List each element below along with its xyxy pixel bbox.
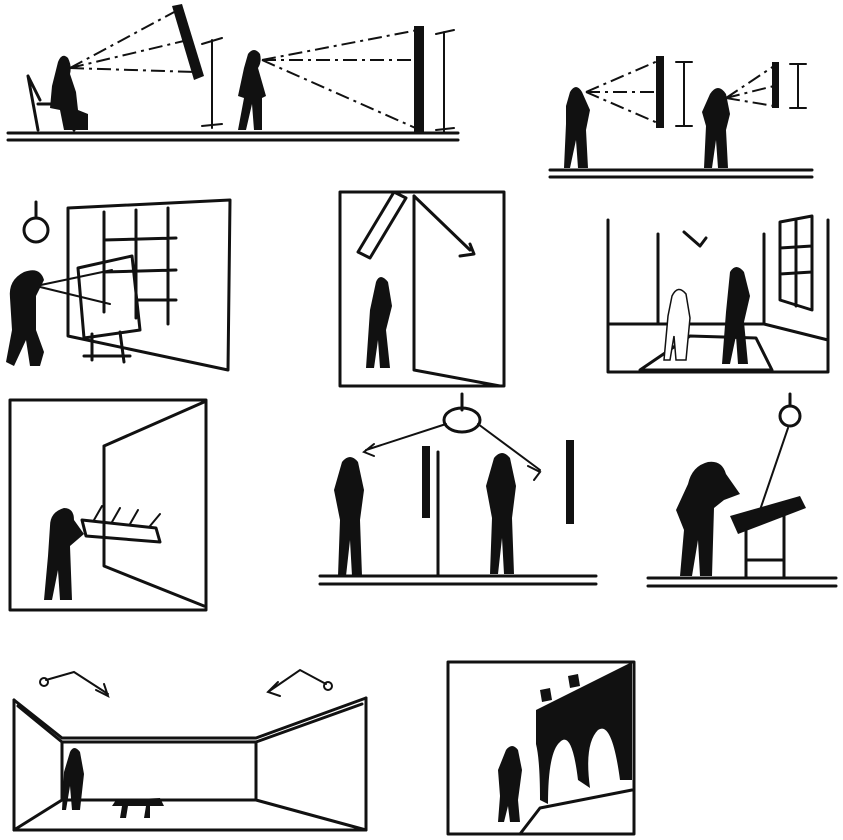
room-outline — [12, 696, 368, 832]
standing-person-icon — [722, 267, 750, 364]
sight-lines — [585, 59, 661, 125]
sight-lines — [759, 427, 789, 511]
room-outline — [606, 218, 830, 374]
room-corner — [102, 400, 206, 608]
panel-tabletop-display — [8, 398, 208, 612]
sight-lines — [725, 65, 775, 107]
floor-rug — [638, 334, 774, 372]
lamp-icon — [22, 216, 50, 244]
spotlight-icon — [540, 674, 580, 702]
track-light-icon — [356, 190, 408, 260]
light-source-icon — [39, 677, 49, 687]
wall-panel-icon — [422, 446, 430, 518]
room-corner — [412, 194, 502, 388]
panel-lectern-viewing — [646, 392, 838, 588]
lectern-top-icon — [730, 496, 806, 534]
panel-arched-wall-spotlights — [446, 660, 636, 836]
light-source-icon — [323, 681, 333, 691]
table-icon — [112, 798, 164, 818]
spotlight-icon — [682, 230, 708, 248]
leaning-person-icon — [6, 270, 44, 366]
standing-person-icon — [238, 50, 266, 130]
standing-person-icon — [564, 87, 590, 168]
table-icon — [80, 518, 162, 544]
window-grid-icon — [102, 206, 178, 326]
pendant-lamp-icon — [442, 406, 482, 434]
wall-panel-icon — [414, 26, 424, 134]
window-grid-icon — [778, 214, 814, 312]
panel-easel-display — [6, 198, 232, 372]
easel-board-icon — [76, 254, 142, 340]
standing-person-icon — [366, 277, 392, 368]
panel-ceiling-track-light — [338, 190, 506, 388]
room-edges — [606, 322, 830, 342]
panel-frame — [8, 398, 208, 612]
leaning-person-icon — [44, 508, 84, 600]
light-arrow-icon — [412, 194, 476, 258]
back-wall — [656, 232, 766, 326]
wall-panel-icon — [656, 56, 664, 128]
panel-eye-level-viewing — [6, 4, 460, 142]
easel-legs-icon — [82, 330, 132, 364]
hatched-person-icon — [663, 288, 691, 361]
height-dimension — [201, 37, 223, 129]
lamp-icon — [778, 404, 802, 428]
height-dimension — [789, 63, 807, 109]
light-arrow-icon — [93, 505, 161, 527]
cove-light-icon — [16, 702, 364, 744]
lectern-legs-icon — [744, 514, 786, 580]
light-arrow-icon — [362, 423, 542, 481]
sight-lines — [261, 29, 421, 131]
panel-frame — [338, 190, 506, 388]
sight-lines — [69, 9, 196, 73]
standing-person-icon — [498, 746, 522, 822]
light-arrow-icon — [45, 670, 110, 698]
light-arrow-icon — [266, 668, 327, 697]
seated-person-icon — [50, 55, 88, 130]
height-dimension — [435, 29, 455, 133]
floor-edge — [518, 788, 634, 836]
panel-room-with-window — [606, 214, 830, 374]
tilted-panel-icon — [172, 4, 204, 80]
standing-person-icon — [486, 453, 516, 574]
arched-wall-icon — [536, 662, 632, 804]
sight-lines — [35, 269, 113, 305]
panel-frame — [446, 660, 636, 836]
panel-cove-lighting-room — [12, 668, 368, 832]
leaning-person-icon — [676, 461, 740, 576]
wall-panel-icon — [772, 62, 779, 108]
ceiling-line — [12, 696, 368, 740]
standing-person-icon — [334, 457, 364, 576]
wall-panel-icon — [566, 440, 574, 524]
standing-person-icon — [702, 88, 730, 168]
height-dimension — [675, 61, 693, 127]
panel-pendant-wall-light — [318, 392, 598, 586]
panel-viewing-heights — [548, 56, 814, 179]
standing-person-icon — [62, 748, 84, 810]
